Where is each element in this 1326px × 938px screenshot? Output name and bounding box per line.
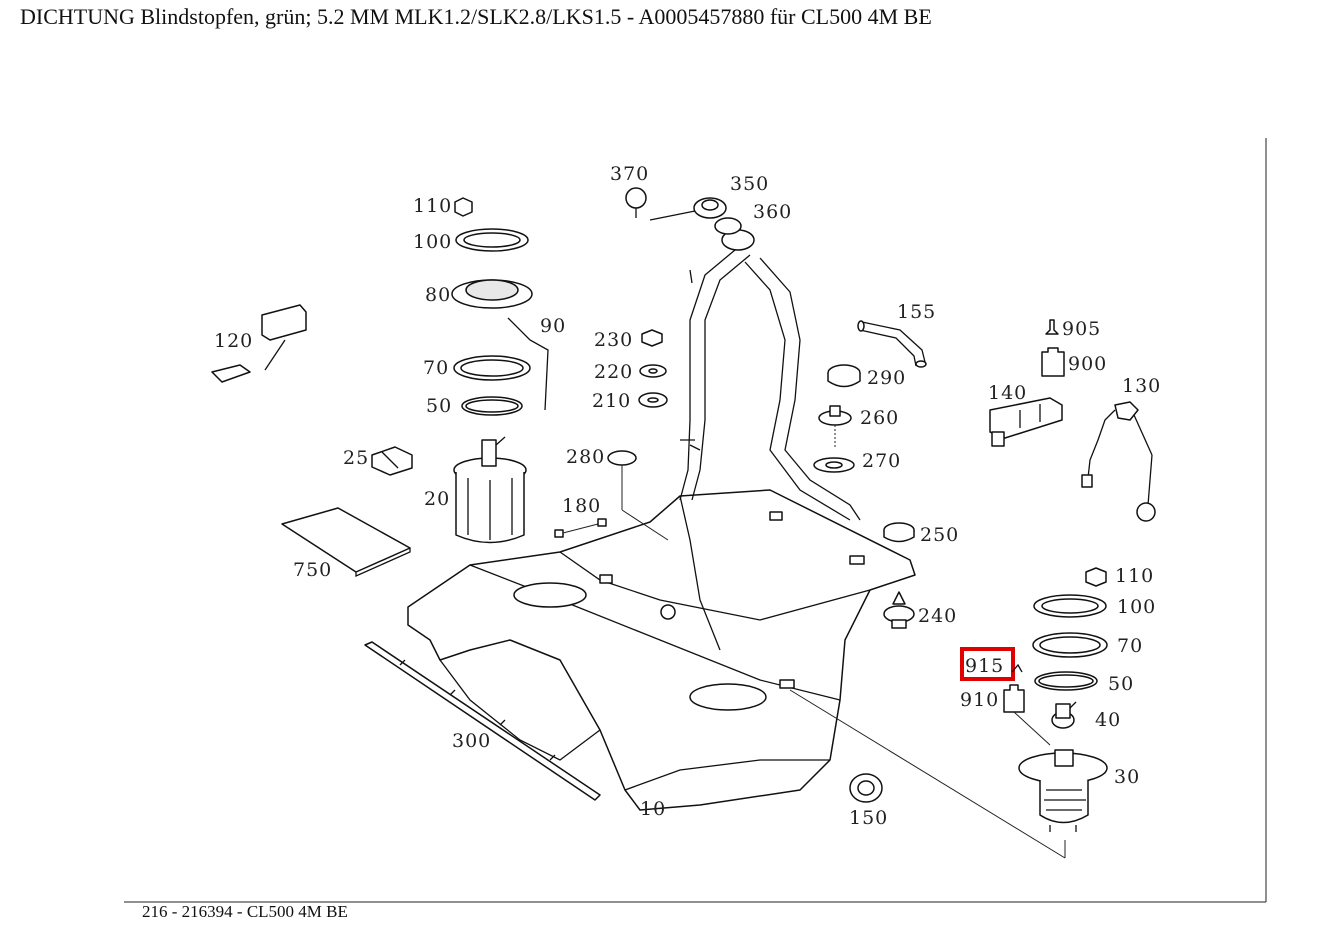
part-350[interactable] xyxy=(693,197,727,219)
callout-150: 150 xyxy=(849,807,888,829)
part-300[interactable] xyxy=(364,641,601,801)
part-905[interactable] xyxy=(1045,319,1059,335)
callout-910: 910 xyxy=(960,689,999,711)
callout-280: 280 xyxy=(566,446,605,468)
part-750[interactable] xyxy=(281,507,411,578)
part-110-left[interactable] xyxy=(454,197,473,217)
part-70-right[interactable] xyxy=(1032,632,1108,658)
part-70-left[interactable] xyxy=(453,355,531,381)
part-140[interactable] xyxy=(989,397,1063,447)
callout-30: 30 xyxy=(1114,766,1140,788)
part-40[interactable] xyxy=(1051,701,1077,729)
callout-70-right: 70 xyxy=(1117,635,1143,657)
callout-20: 20 xyxy=(424,488,450,510)
part-150[interactable] xyxy=(849,773,883,803)
callout-70-left: 70 xyxy=(423,357,449,379)
callout-25: 25 xyxy=(343,447,369,469)
part-50-right[interactable] xyxy=(1034,671,1098,691)
callout-50-right: 50 xyxy=(1108,673,1134,695)
page-title: DICHTUNG Blindstopfen, grün; 5.2 MM MLK1… xyxy=(20,4,932,29)
callout-100-right: 100 xyxy=(1117,596,1156,618)
part-25[interactable] xyxy=(371,446,413,476)
callout-350: 350 xyxy=(730,173,769,195)
part-230[interactable] xyxy=(641,329,663,347)
callout-370: 370 xyxy=(610,163,649,185)
part-120[interactable] xyxy=(211,304,307,383)
part-100-left[interactable] xyxy=(455,228,529,252)
callout-270: 270 xyxy=(862,450,901,472)
callout-90: 90 xyxy=(540,315,566,337)
part-20[interactable] xyxy=(453,436,527,544)
callout-210: 210 xyxy=(592,390,631,412)
part-260[interactable] xyxy=(818,405,852,447)
callout-110-left: 110 xyxy=(413,195,452,217)
part-360[interactable] xyxy=(714,217,742,235)
filler-neck-part[interactable] xyxy=(679,229,861,521)
callout-110-right: 110 xyxy=(1115,565,1154,587)
part-90[interactable] xyxy=(507,317,549,411)
part-130[interactable] xyxy=(1081,401,1156,522)
callout-905: 905 xyxy=(1062,318,1101,340)
part-240[interactable] xyxy=(883,591,915,629)
callout-240: 240 xyxy=(918,605,957,627)
callout-100-left: 100 xyxy=(413,231,452,253)
part-180[interactable] xyxy=(554,518,607,538)
callout-750: 750 xyxy=(293,559,332,581)
callout-900: 900 xyxy=(1068,353,1107,375)
footer-diagram-ref: 216 - 216394 - CL500 4M BE xyxy=(142,902,348,921)
part-50-left[interactable] xyxy=(461,396,523,416)
part-155[interactable] xyxy=(857,320,927,368)
part-270[interactable] xyxy=(813,457,855,473)
callout-915[interactable]: 915 xyxy=(965,655,1004,677)
part-250[interactable] xyxy=(883,522,915,543)
callout-290: 290 xyxy=(867,367,906,389)
callout-140: 140 xyxy=(988,382,1027,404)
callout-155: 155 xyxy=(897,301,936,323)
callout-260: 260 xyxy=(860,407,899,429)
callout-80: 80 xyxy=(425,284,451,306)
part-280[interactable] xyxy=(607,450,669,541)
part-370[interactable] xyxy=(625,187,701,221)
callout-130: 130 xyxy=(1122,375,1161,397)
callout-50-left: 50 xyxy=(426,395,452,417)
part-915[interactable] xyxy=(1011,663,1023,673)
callout-300: 300 xyxy=(452,730,491,752)
callout-360: 360 xyxy=(753,201,792,223)
callout-120: 120 xyxy=(214,330,253,352)
part-900[interactable] xyxy=(1041,347,1065,377)
callout-220: 220 xyxy=(594,361,633,383)
highlight-box xyxy=(960,647,1015,681)
callout-250: 250 xyxy=(920,524,959,546)
callout-10: 10 xyxy=(640,798,666,820)
leader-line xyxy=(789,689,1066,859)
fuel-tank-part[interactable] xyxy=(407,489,916,811)
part-100-right[interactable] xyxy=(1033,594,1107,618)
callout-40: 40 xyxy=(1095,709,1121,731)
part-290[interactable] xyxy=(827,364,861,388)
part-30[interactable] xyxy=(1018,749,1108,832)
callout-180: 180 xyxy=(562,495,601,517)
part-220[interactable] xyxy=(639,364,667,378)
part-210[interactable] xyxy=(638,392,668,408)
part-110-right[interactable] xyxy=(1085,567,1107,587)
part-80[interactable] xyxy=(451,279,533,309)
part-910[interactable] xyxy=(1003,684,1051,746)
callout-230: 230 xyxy=(594,329,633,351)
